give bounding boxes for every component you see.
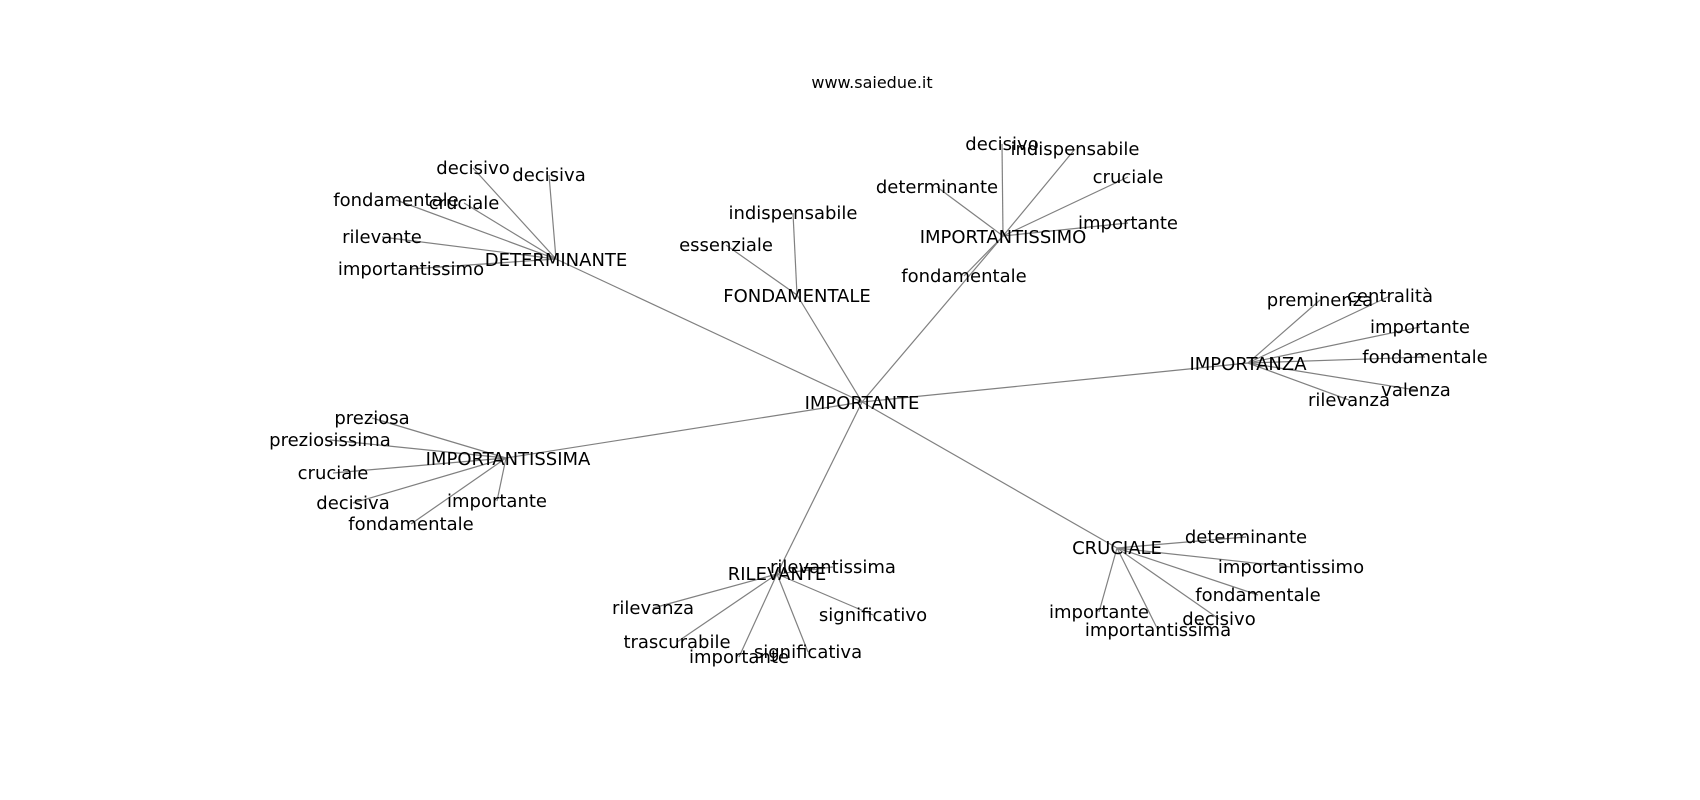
edge-importantissimo-fondamentale [963, 235, 1004, 277]
node-leaf-importanza-fondamentale: fondamentale [1362, 347, 1487, 368]
node-leaf-importantissimo-decisivo: decisivo [965, 134, 1038, 155]
edge-rilevante-rilevantissima [776, 566, 834, 575]
node-leaf-rilevante-trascurabile: trascurabile [623, 632, 730, 653]
edge-cruciale-decisivo [1116, 547, 1220, 620]
node-leaf-importantissima-preziosissima: preziosissima [269, 430, 391, 451]
edge-rilevante-significativo [776, 573, 874, 616]
node-hub-fondamentale: FONDAMENTALE [723, 286, 871, 307]
node-leaf-cruciale-determinante: determinante [1185, 527, 1307, 548]
edge-importantissimo-importante [1002, 222, 1129, 237]
node-leaf-importantissimo-determinante: determinante [876, 177, 998, 198]
edge-importantissima-importante [496, 457, 507, 502]
edge-importantissima-preziosissima [329, 439, 507, 459]
edge-determinante-cruciale [463, 202, 557, 260]
edge-cruciale-determinante [1116, 536, 1247, 549]
node-leaf-cruciale-importante: importante [1049, 602, 1149, 623]
node-leaf-importanza-importante: importante [1370, 317, 1470, 338]
edge-fondamentale-indispensabile [792, 212, 798, 296]
edge-cruciale-importantissima [1116, 547, 1159, 631]
edge-fondamentale-essenziale [725, 244, 798, 296]
node-leaf-rilevante-rilevantissima: rilevantissima [770, 557, 896, 578]
edge-rilevante-significativa [776, 573, 809, 653]
node-leaf-cruciale-importantissimo: importantissimo [1218, 557, 1364, 578]
node-hub-importanza: IMPORTANZA [1189, 354, 1307, 375]
node-leaf-importanza-preminenza: preminenza [1267, 290, 1373, 311]
edge-center-importantissimo [861, 235, 1004, 403]
edge-cruciale-fondamentale [1116, 547, 1259, 596]
node-leaf-cruciale-importantissima: importantissima [1085, 620, 1231, 641]
edge-determinante-fondamentale [395, 199, 557, 260]
edge-center-rilevante [776, 401, 863, 575]
node-leaf-rilevante-significativa: significativa [754, 642, 862, 663]
edge-determinante-importantissimo [410, 258, 557, 270]
edge-center-importantissima [505, 401, 863, 459]
edge-determinante-decisivo [472, 167, 557, 260]
edge-rilevante-importante [738, 573, 778, 658]
node-leaf-determinante-cruciale: cruciale [429, 193, 500, 214]
node-leaf-importantissima-decisiva: decisiva [316, 493, 389, 514]
edge-importantissimo-determinante [936, 186, 1004, 237]
node-leaf-rilevante-significativo: significativo [819, 605, 927, 626]
edge-center-fondamentale [796, 294, 863, 403]
edge-importantissimo-cruciale [1002, 176, 1129, 237]
node-leaf-determinante-rilevante: rilevante [342, 227, 422, 248]
edge-importanza-valenza [1247, 362, 1417, 391]
node-leaf-importantissima-preziosa: preziosa [334, 408, 409, 429]
node-leaf-importantissimo-indispensabile: indispensabile [1010, 139, 1139, 160]
edge-cruciale-importante [1098, 547, 1118, 613]
edge-importantissima-cruciale [332, 457, 507, 474]
node-leaf-importantissima-cruciale: cruciale [298, 463, 369, 484]
node-center-importante: IMPORTANTE [805, 393, 920, 414]
edge-importantissimo-indispensabile [1002, 148, 1076, 237]
edge-cruciale-importantissimo [1116, 547, 1292, 568]
edge-rilevante-trascurabile [676, 573, 778, 643]
node-leaf-importanza-centralità: centralità [1347, 286, 1433, 307]
node-hub-rilevante: RILEVANTE [728, 564, 827, 585]
edge-determinante-decisiva [548, 174, 557, 260]
edge-importantissima-decisiva [352, 457, 507, 504]
node-leaf-determinante-fondamentale: fondamentale [333, 190, 458, 211]
edge-rilevante-rilevanza [652, 573, 778, 609]
node-leaf-cruciale-decisivo: decisivo [1182, 609, 1255, 630]
node-leaf-fondamentale-indispensabile: indispensabile [728, 203, 857, 224]
node-leaf-rilevante-rilevanza: rilevanza [612, 598, 694, 619]
node-leaf-importantissima-importante: importante [447, 491, 547, 512]
node-leaf-importantissima-fondamentale: fondamentale [348, 514, 473, 535]
edge-determinante-rilevante [381, 236, 557, 260]
node-leaf-determinante-importantissimo: importantissimo [338, 259, 484, 280]
edge-importanza-centralità [1247, 295, 1391, 364]
node-hub-importantissimo: IMPORTANTISSIMO [920, 227, 1087, 248]
node-hub-importantissima: IMPORTANTISSIMA [426, 449, 591, 470]
node-leaf-determinante-decisiva: decisiva [512, 165, 585, 186]
node-leaf-importantissimo-fondamentale: fondamentale [901, 266, 1026, 287]
edge-center-cruciale [861, 401, 1118, 549]
edge-importanza-rilevanza [1247, 362, 1350, 401]
node-leaf-importantissimo-cruciale: cruciale [1093, 167, 1164, 188]
edges-layer [329, 143, 1426, 658]
node-leaf-cruciale-fondamentale: fondamentale [1195, 585, 1320, 606]
edge-importantissimo-decisivo [1001, 143, 1004, 237]
edge-center-determinante [555, 258, 863, 403]
edge-importantissima-fondamentale [410, 457, 507, 525]
edge-importantissima-preziosa [371, 417, 507, 459]
edge-importanza-fondamentale [1247, 356, 1426, 364]
node-leaf-fondamentale-essenziale: essenziale [679, 235, 773, 256]
node-leaf-importanza-valenza: valenza [1381, 380, 1451, 401]
node-leaf-importantissimo-importante: importante [1078, 213, 1178, 234]
node-leaf-rilevante-importante: importante [689, 647, 789, 668]
node-hub-cruciale: CRUCIALE [1072, 538, 1162, 559]
edge-importanza-importante [1247, 326, 1421, 364]
node-leaf-determinante-decisivo: decisivo [436, 158, 509, 179]
source-label: www.saiedue.it [811, 73, 932, 92]
edge-importanza-preminenza [1247, 299, 1321, 364]
node-leaf-importanza-rilevanza: rilevanza [1308, 390, 1390, 411]
node-hub-determinante: DETERMINANTE [485, 250, 628, 271]
edge-center-importanza [861, 362, 1249, 403]
